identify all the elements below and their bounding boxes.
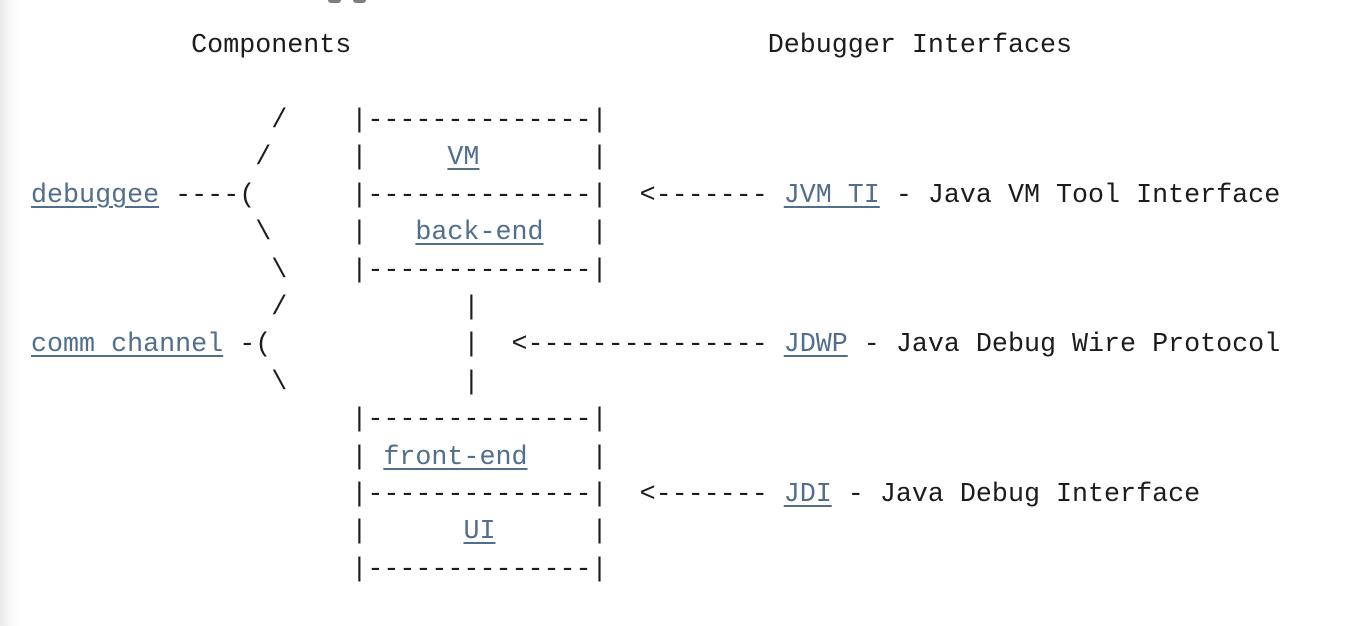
ascii-art-text: | bbox=[479, 143, 608, 174]
ascii-art-text bbox=[15, 330, 31, 360]
jpda-architecture-ascii-diagram: Components Debugger Interfaces / |------… bbox=[15, 28, 1280, 589]
debugger-interfaces-header: Debugger Interfaces bbox=[767, 31, 1073, 61]
ascii-art-text: ----( |--------------| <------- bbox=[159, 180, 784, 211]
ascii-art-text: / | bbox=[15, 143, 448, 174]
debuggee-link[interactable]: debuggee bbox=[31, 180, 160, 211]
ascii-art-text: / |--------------| bbox=[15, 105, 608, 136]
ascii-art-text: - Java Debug Interface bbox=[831, 480, 1201, 511]
ascii-art-text bbox=[15, 181, 31, 211]
components-header: Components bbox=[191, 31, 352, 61]
left-edge-shadow bbox=[0, 0, 20, 626]
vm-link[interactable]: VM bbox=[447, 143, 480, 174]
comm-channel-link[interactable]: comm channel bbox=[31, 330, 224, 361]
jdi-link[interactable]: JDI bbox=[783, 480, 832, 511]
ascii-art-text: - Java Debug Wire Protocol bbox=[847, 330, 1281, 361]
jvm-ti-link[interactable]: JVM TI bbox=[783, 180, 880, 211]
ascii-art-text bbox=[15, 31, 191, 61]
ascii-art-text: | bbox=[543, 218, 608, 249]
ascii-art-text: -( | <--------------- bbox=[223, 330, 784, 361]
cutoff-text-fragment bbox=[0, 0, 400, 6]
ascii-art-text: \ |--------------| bbox=[15, 255, 608, 286]
cutoff-descender-mark bbox=[353, 0, 366, 3]
ascii-art-text: | bbox=[15, 517, 464, 548]
ascii-art-text: | bbox=[527, 442, 608, 473]
ascii-art-text bbox=[351, 31, 767, 61]
ascii-art-text: |--------------| bbox=[15, 405, 608, 436]
jdwp-link[interactable]: JDWP bbox=[783, 330, 848, 361]
ui-link[interactable]: UI bbox=[463, 517, 496, 548]
ascii-art-text: \ | bbox=[15, 367, 480, 398]
ascii-art-text: | bbox=[15, 442, 384, 473]
cutoff-descender-mark bbox=[328, 0, 341, 3]
ascii-art-text: | bbox=[495, 517, 608, 548]
front-end-link[interactable]: front-end bbox=[383, 442, 528, 473]
ascii-art-text: - Java VM Tool Interface bbox=[879, 180, 1281, 211]
ascii-art-text: / | bbox=[15, 292, 480, 323]
ascii-art-text: |--------------| bbox=[15, 554, 608, 585]
ascii-art-text: |--------------| <------- bbox=[15, 480, 784, 511]
back-end-link[interactable]: back-end bbox=[415, 218, 544, 249]
ascii-art-text: \ | bbox=[15, 218, 416, 249]
